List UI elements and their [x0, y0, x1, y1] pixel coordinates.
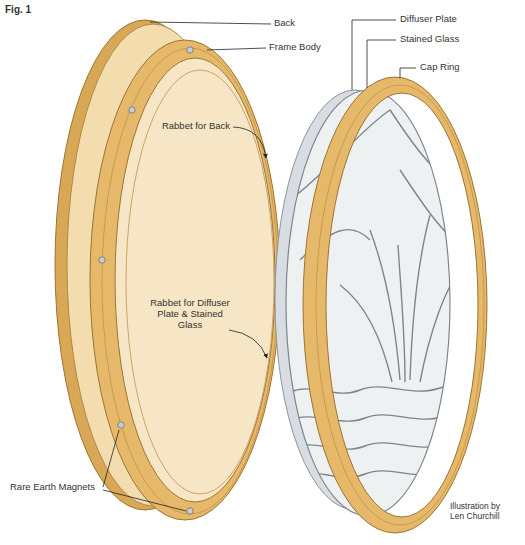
leader-lines — [103, 20, 416, 511]
figure-number: Fig. 1 — [5, 4, 31, 16]
feature-label: Rabbet for Back — [160, 121, 232, 132]
feature-label: Rabbet for Diffuser Plate & Stained Glas… — [150, 298, 230, 331]
rare-earth-magnets — [99, 47, 193, 514]
part-label: Rare Earth Magnets — [10, 482, 95, 493]
part-label: Frame Body — [269, 42, 321, 53]
part-label: Cap Ring — [420, 62, 460, 73]
part-label: Back — [274, 18, 295, 29]
part-label: Stained Glass — [400, 34, 459, 45]
part-label: Diffuser Plate — [400, 14, 457, 25]
cap-ring — [303, 77, 487, 533]
frame-body — [90, 40, 280, 520]
credit-text: Illustration by Len Churchill — [450, 502, 512, 522]
